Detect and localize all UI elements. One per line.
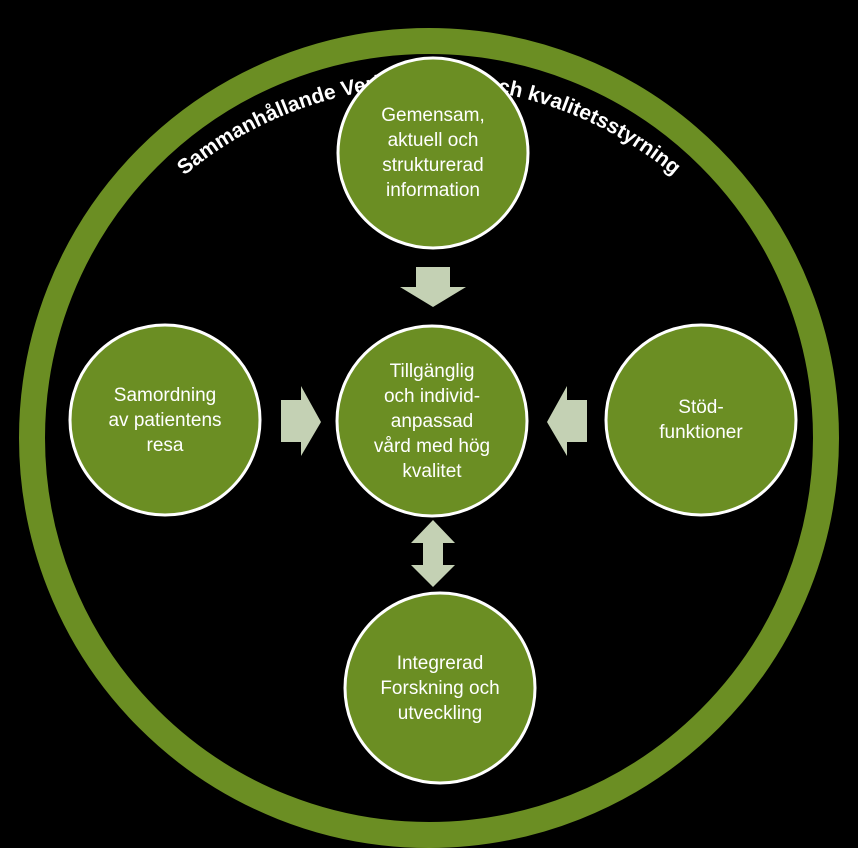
- node-left-circle: [68, 323, 262, 517]
- node-center-label: Tillgänglig och individ- anpassad vård m…: [373, 360, 491, 482]
- outer-ring: [19, 28, 839, 848]
- node-top-circle: [336, 56, 530, 250]
- node-top-label: Gemensam, aktuell och strukturerad infor…: [381, 105, 485, 201]
- node-bottom-circle: [343, 591, 537, 785]
- arrow-left-right: [281, 386, 321, 456]
- node-left-label: Samordning av patientens resa: [108, 384, 222, 456]
- node-center-circle: [335, 324, 529, 518]
- arrow-right-left: [547, 386, 587, 456]
- arrow-center-bottom-double: [411, 520, 455, 587]
- node-bottom-label: Integrerad Forskning och utveckling: [380, 652, 500, 724]
- node-right-label: Stöd- funktioner: [659, 397, 743, 443]
- arrow-top-down: [400, 267, 466, 307]
- node-right-circle: [604, 323, 798, 517]
